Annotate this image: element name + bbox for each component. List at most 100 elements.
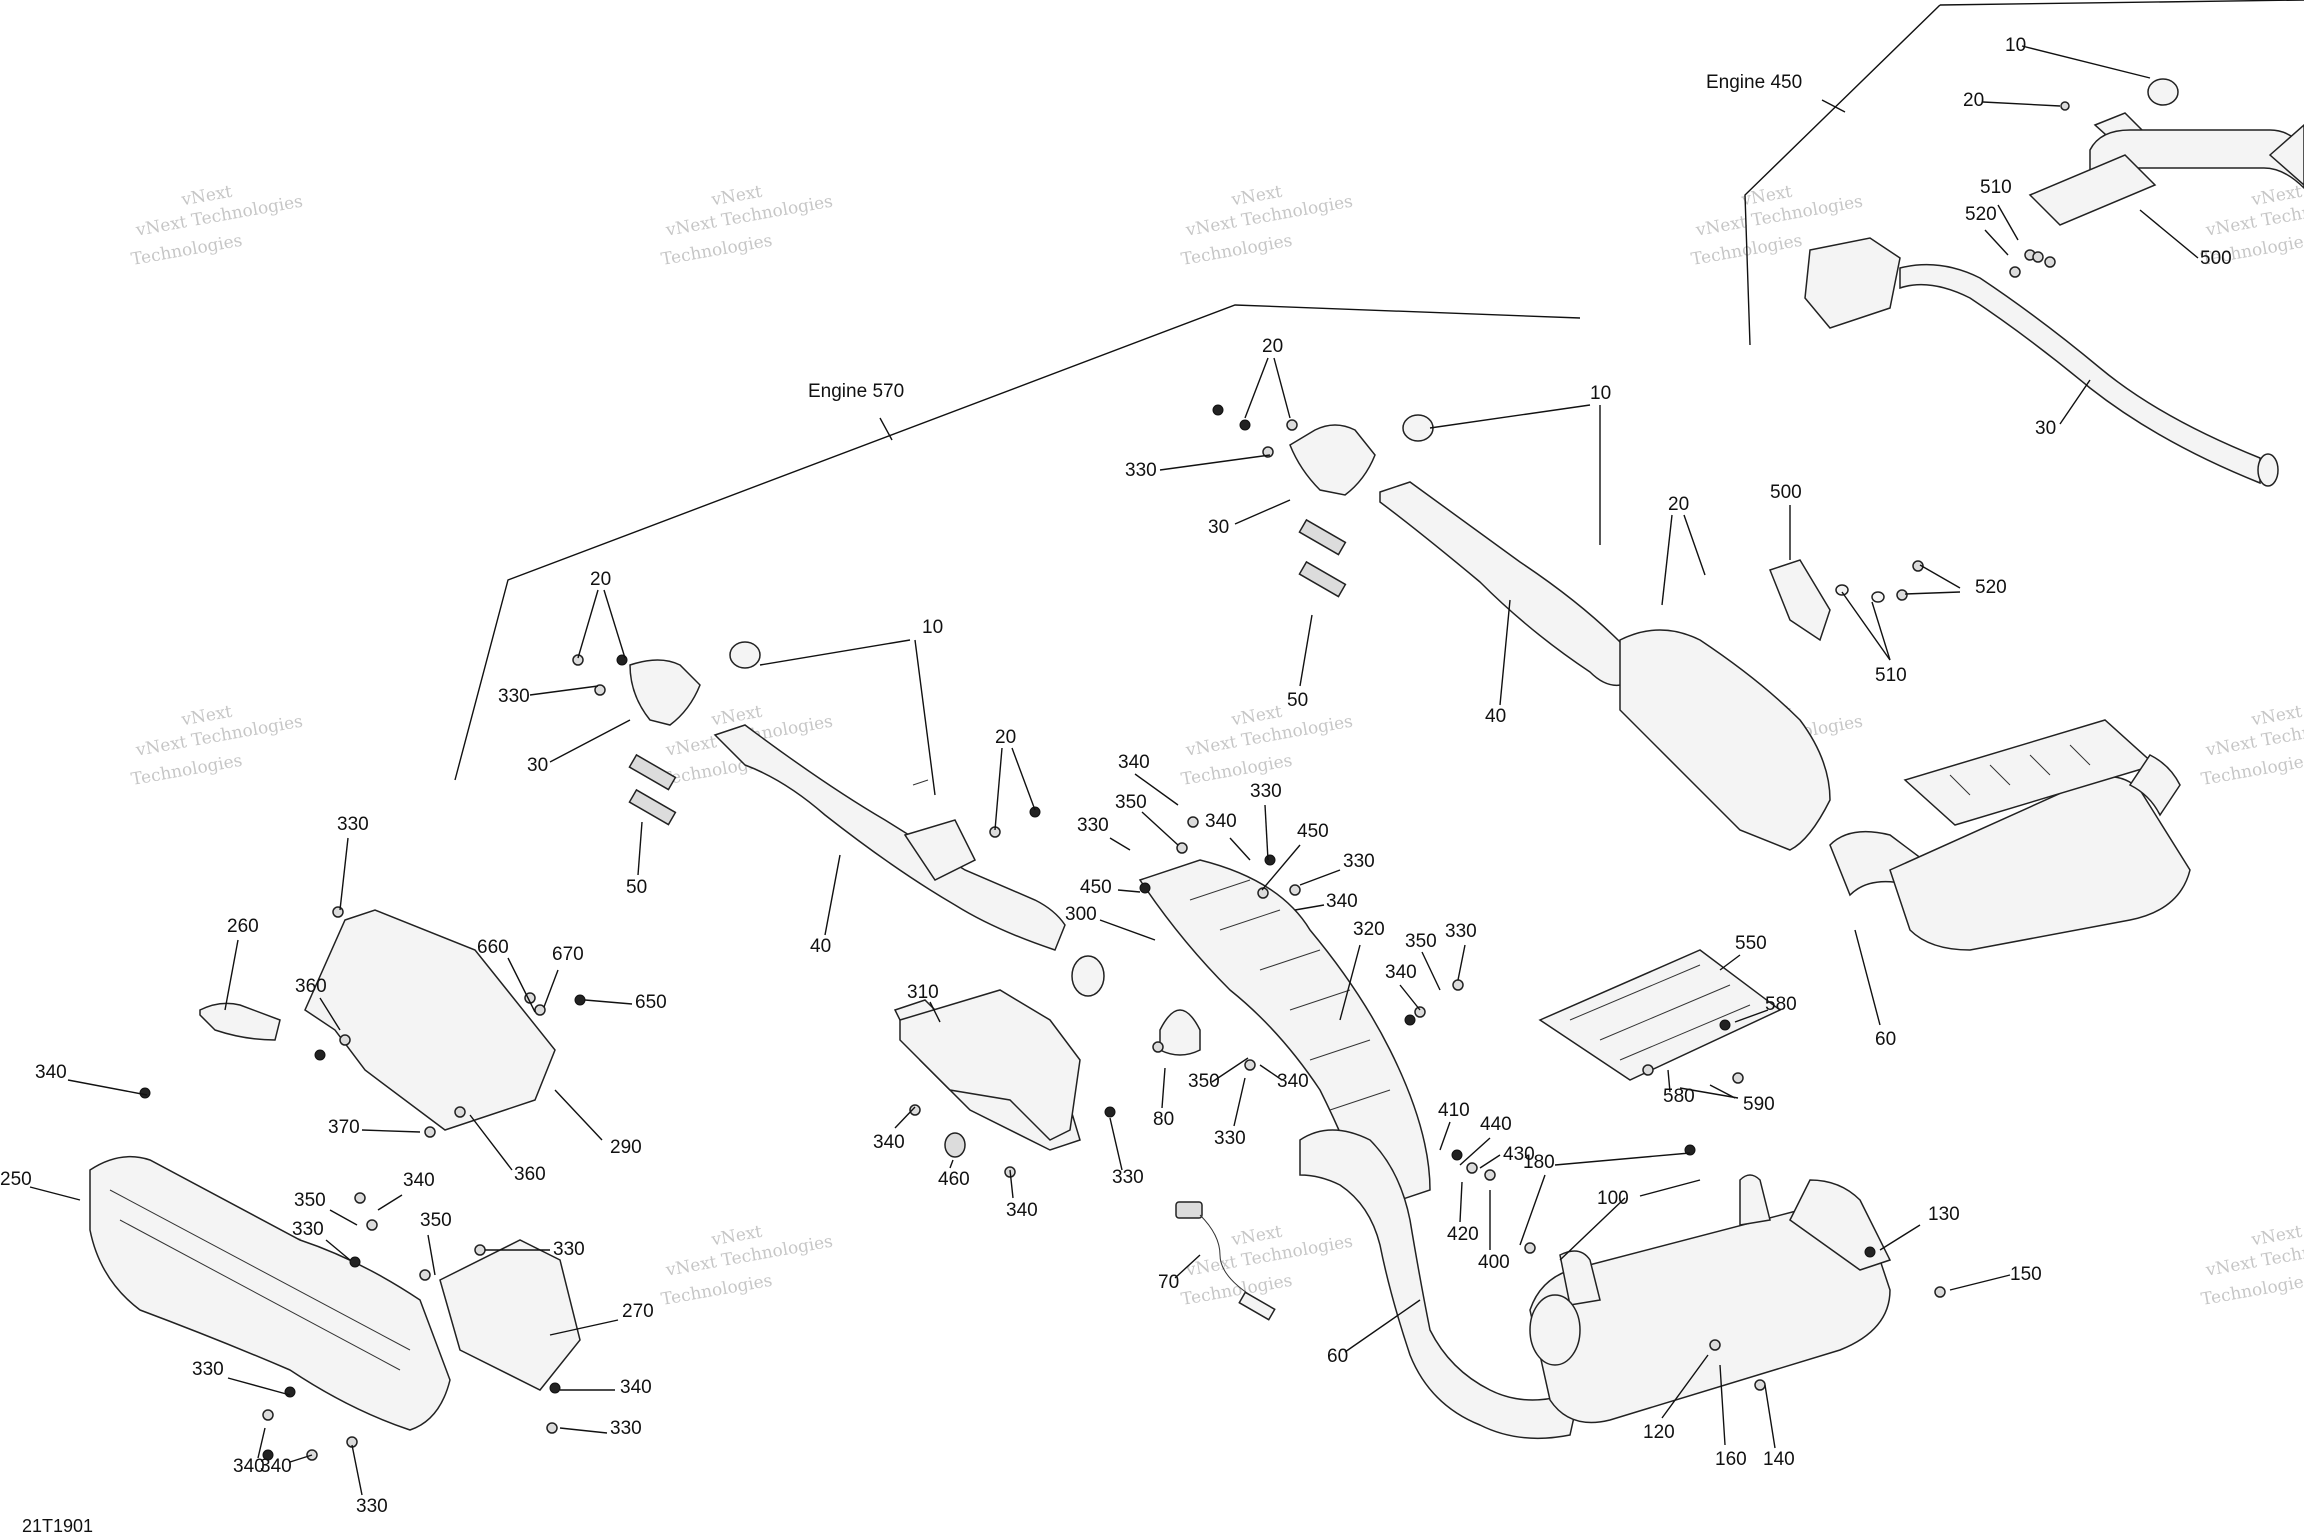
- group-label-engine-450: Engine 450: [1706, 72, 1802, 93]
- callout-330: 330: [1077, 815, 1109, 836]
- leader-line-120: [1661, 1354, 1709, 1419]
- leader-line-580: [1667, 1069, 1671, 1093]
- callout-50: 50: [1287, 690, 1308, 711]
- leader-line-350: [1211, 1057, 1249, 1083]
- callout-300: 300: [1065, 904, 1097, 925]
- fastener-glyph: [1642, 1064, 1654, 1076]
- leader-line-50: [1299, 614, 1313, 687]
- leader-line-100: [1559, 1197, 1626, 1261]
- leader-line-520: [1904, 591, 1961, 595]
- fastener-glyph: [1176, 842, 1188, 854]
- callout-330: 330: [610, 1418, 642, 1439]
- left-heat-shields: [89, 909, 581, 1431]
- leader-line-160: [1719, 1364, 1726, 1446]
- leader-line-140: [1764, 1384, 1776, 1449]
- callout-580: 580: [1663, 1086, 1695, 1107]
- callout-160: 160: [1715, 1449, 1747, 1470]
- leader-line-180: [1554, 1152, 1691, 1166]
- fastener-glyph: [1719, 1019, 1731, 1031]
- callout-130: 130: [1928, 1204, 1960, 1225]
- callout-340: 340: [260, 1456, 292, 1477]
- callout-330: 330: [337, 814, 369, 835]
- leader-line-300: [1099, 919, 1156, 941]
- leader-line-360: [469, 1114, 513, 1171]
- callout-320: 320: [1353, 919, 1385, 940]
- fastener-glyph: [1684, 1144, 1696, 1156]
- lower-center-muffler: [1299, 1129, 1892, 1440]
- leader-line-520: [1919, 564, 1961, 589]
- fastener-glyph: [1709, 1339, 1721, 1351]
- callout-30: 30: [1208, 517, 1229, 538]
- callout-430: 430: [1503, 1144, 1535, 1165]
- callout-450: 450: [1080, 877, 1112, 898]
- callout-330: 330: [1445, 921, 1477, 942]
- fastener-glyph: [1934, 1286, 1946, 1298]
- leader-line-20: [577, 589, 599, 659]
- leader-line-350: [329, 1209, 358, 1226]
- leader-line-550: [1719, 954, 1741, 971]
- fastener-glyph: [1029, 806, 1041, 818]
- leader-line-430: [1479, 1154, 1501, 1169]
- callout-10: 10: [1590, 383, 1611, 404]
- leader-line-250: [29, 1186, 81, 1201]
- callout-10: 10: [922, 617, 943, 638]
- leader-line-340: [894, 1106, 916, 1129]
- callout-520: 520: [1965, 204, 1997, 225]
- fastener-glyph: [1264, 854, 1276, 866]
- leader-line-60: [1854, 929, 1881, 1026]
- leader-line-180: [1519, 1174, 1546, 1246]
- leader-line-330: [559, 1427, 608, 1434]
- callout-510: 510: [1980, 177, 2012, 198]
- leader-line-60: [1344, 1299, 1421, 1353]
- leader-line-360: [319, 997, 341, 1031]
- diagram-reference-code: 21T1901: [22, 1516, 93, 1536]
- fastener-glyph: [349, 1256, 361, 1268]
- fastener-glyph: [1187, 816, 1199, 828]
- leader-line-150: [1949, 1274, 2011, 1291]
- leader-line-320: [1339, 944, 1361, 1021]
- leader-line-450: [1261, 844, 1301, 891]
- spring-pair-50-right: [1298, 518, 1347, 598]
- callout-340: 340: [1205, 811, 1237, 832]
- fastener-glyph: [594, 684, 606, 696]
- fastener-glyph: [616, 654, 628, 666]
- engine-570-upper-pipe: [628, 641, 1105, 997]
- callout-20: 20: [1262, 336, 1283, 357]
- callout-460: 460: [938, 1169, 970, 1190]
- leader-line-330: [529, 685, 599, 696]
- leader-line-330: [351, 1444, 363, 1496]
- leader-line-330: [1264, 804, 1269, 861]
- leader-line-500: [2139, 209, 2199, 259]
- callout-350: 350: [420, 1210, 452, 1231]
- callout-410: 410: [1438, 1100, 1470, 1121]
- callout-330: 330: [1112, 1167, 1144, 1188]
- fastener-glyph: [454, 1106, 466, 1118]
- fastener-glyph: [314, 1049, 326, 1061]
- callout-420: 420: [1447, 1224, 1479, 1245]
- leader-line-70: [1174, 1254, 1201, 1279]
- leader-line-670: [543, 969, 559, 1008]
- callout-330: 330: [192, 1359, 224, 1380]
- leader-line-10: [2021, 45, 2151, 79]
- callout-340: 340: [873, 1132, 905, 1153]
- leader-line-20: [994, 747, 1003, 831]
- leader-line-440: [1459, 1137, 1491, 1166]
- leader-line-340: [1134, 773, 1179, 806]
- callout-60: 60: [1875, 1029, 1896, 1050]
- leader-line-20: [1683, 514, 1706, 576]
- callout-330: 330: [1125, 460, 1157, 481]
- leader-line-30: [549, 719, 631, 763]
- leader-line-20: [1982, 101, 2061, 107]
- leader-line-330: [339, 837, 349, 911]
- leader-line-460: [949, 1159, 954, 1169]
- fastener-glyph: [424, 1126, 436, 1138]
- leader-line-290: [554, 1089, 603, 1141]
- callout-30: 30: [2035, 418, 2056, 439]
- leader-line-260: [224, 939, 239, 1011]
- engine-570-bracket: [454, 304, 1581, 781]
- leader-line-370: [361, 1129, 421, 1133]
- callout-330: 330: [1214, 1128, 1246, 1149]
- callout-350: 350: [294, 1190, 326, 1211]
- callout-40: 40: [810, 936, 831, 957]
- leader-line-20: [1011, 747, 1036, 811]
